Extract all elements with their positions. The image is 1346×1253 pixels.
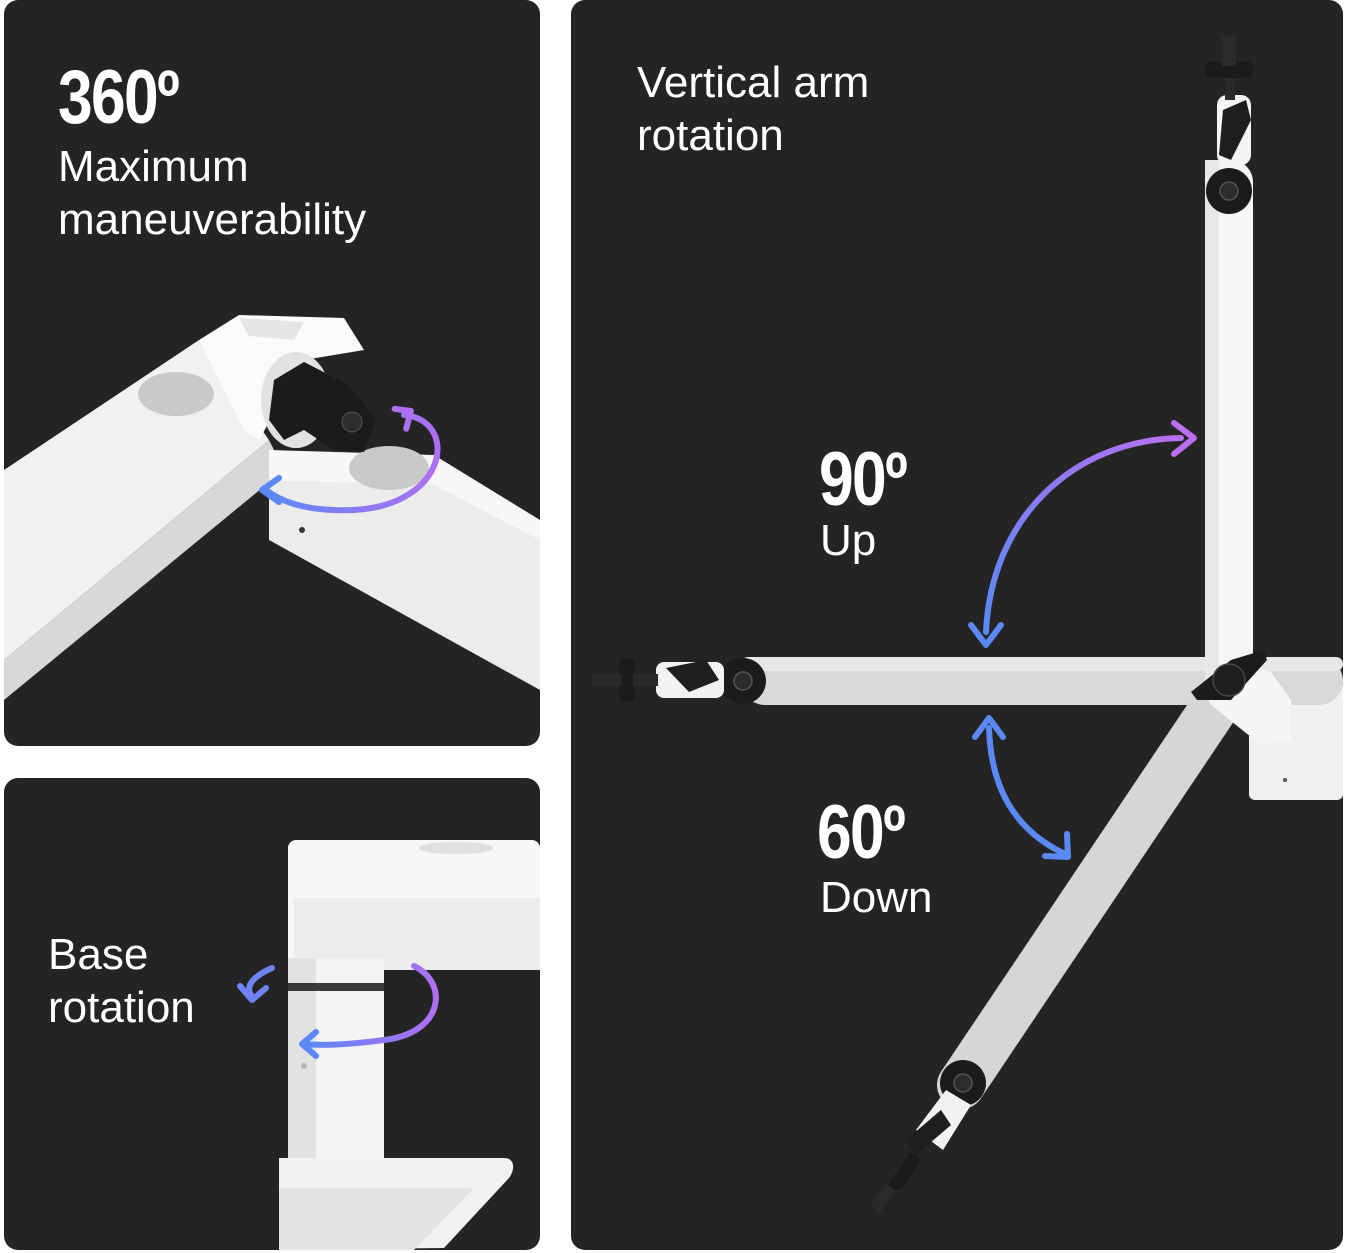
arm-illustration [593,36,1343,1213]
degree-360: 360º [58,55,180,140]
base-illustration [237,840,540,1250]
maneuverability-line1: Maximum [58,142,249,191]
up-label: Up [820,516,877,565]
maneuverability-line2: maneuverability [58,195,367,244]
degree-90: 90º [819,437,908,522]
down-label: Down [820,873,933,922]
base-line1: Base [48,930,149,979]
maneuverability-panel: 360º Maximum maneuverability [4,0,540,746]
base-rotation-panel: Base rotation [4,778,540,1250]
vertical-line1: Vertical arm [637,58,870,107]
vertical-line2: rotation [637,111,784,160]
vertical-rotation-panel: Vertical arm rotation 90º Up 60º Down [571,0,1343,1250]
base-line2: rotation [48,983,195,1032]
degree-60: 60º [817,790,906,875]
joint-illustration [4,315,540,700]
